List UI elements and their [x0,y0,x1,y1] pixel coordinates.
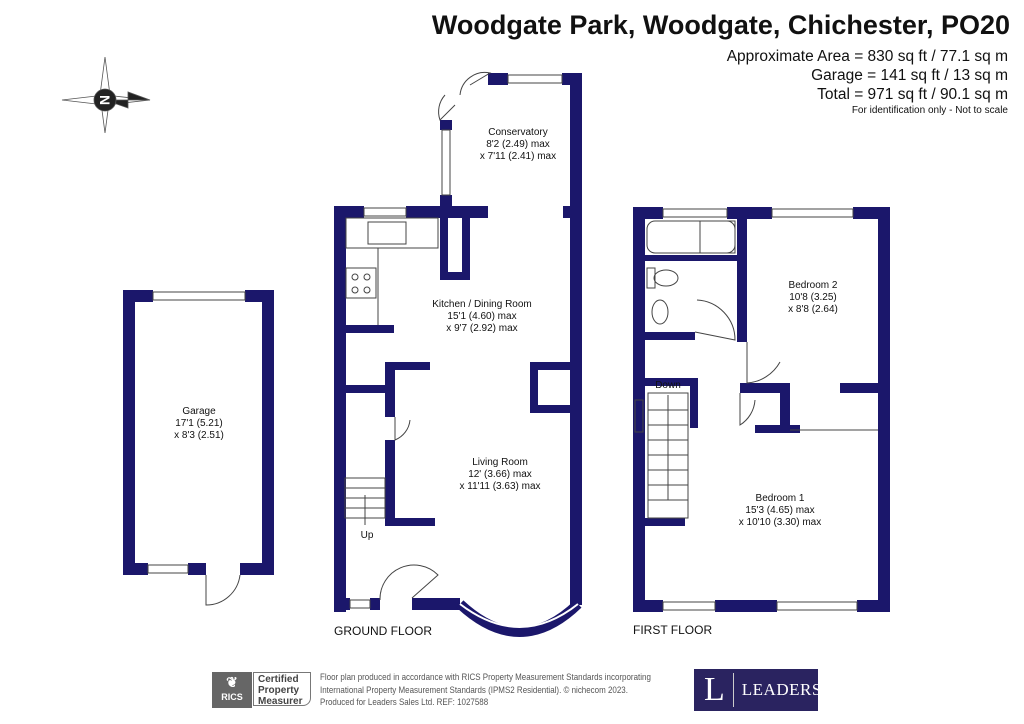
leaders-logo: L LEADERS [694,669,821,711]
room-name: Conservatory [488,127,548,138]
compass-rose-icon: N [61,56,151,134]
footer-line: Floor plan produced in accordance with R… [320,672,651,683]
badge-line: Certified [258,674,299,685]
room-dimension: x 8'3 (2.51) [174,430,224,441]
rics-logo: ❦ RICS [212,672,252,708]
fixtures-and-openings [147,72,878,611]
walls [123,73,890,612]
room-garage: Garage 17'1 (5.21) x 8'3 (2.51) [174,406,224,442]
rics-text: RICS [221,692,243,702]
room-name: Bedroom 1 [755,493,805,504]
garage-area: Garage = 141 sq ft / 13 sq m [811,67,1008,84]
footer-disclaimer: Floor plan produced in accordance with R… [320,672,651,710]
room-dimension: x 7'11 (2.41) max [479,151,557,162]
disclaimer-note: For identification only - Not to scale [851,105,1008,116]
bay-window [456,600,582,637]
room-dimension: 15'1 (4.60) max [447,311,517,322]
room-dimension: 17'1 (5.21) [175,418,223,429]
stairs-down-label: Down [655,380,681,391]
total-area: Total = 971 sq ft / 90.1 sq m [817,86,1008,103]
room-conservatory: Conservatory 8'2 (2.49) max x 7'11 (2.41… [480,127,556,163]
room-name: Bedroom 2 [788,280,838,291]
logo-letter: L [694,673,734,707]
footer-line: International Property Measurement Stand… [320,684,628,696]
first-floor-label: FIRST FLOOR [633,623,713,637]
certified-property-measurer-badge: Certified Property Measurer [253,672,311,707]
rics-emblem-icon: ❦ [226,674,238,690]
logo-name: LEADERS [741,680,822,699]
ground-floor-label: GROUND FLOOR [334,624,433,638]
room-dimension: 8'2 (2.49) max [486,139,550,150]
room-dimension: x 11'11 (3.63) max [459,481,541,492]
room-name: Garage [182,406,216,417]
room-name: Living Room [472,457,528,468]
page-title: Woodgate Park, Woodgate, Chichester, PO2… [431,10,1010,40]
compass-letter: N [97,95,113,105]
badge-line: Measurer [258,696,303,707]
room-dimension: 12' (3.66) max [468,469,532,480]
room-kitchen-dining: Kitchen / Dining Room 15'1 (4.60) max x … [432,299,532,335]
room-dimension: x 9'7 (2.92) max [446,323,518,334]
room-dimension: 10'8 (3.25) [789,292,837,303]
room-dimension: 15'3 (4.65) max [745,505,815,516]
approximate-area: Approximate Area = 830 sq ft / 77.1 sq m [726,48,1008,65]
room-bedroom-2: Bedroom 2 10'8 (3.25) x 8'8 (2.64) [788,280,838,316]
footer-line: Produced for Leaders Sales Ltd. REF: 102… [320,697,489,708]
room-bedroom-1: Bedroom 1 15'3 (4.65) max x 10'10 (3.30)… [739,493,822,529]
room-name: Kitchen / Dining Room [432,299,532,310]
room-dimension: x 8'8 (2.64) [788,304,838,315]
room-dimension: x 10'10 (3.30) max [738,517,822,528]
stairs-up-label: Up [360,530,374,541]
room-living: Living Room 12' (3.66) max x 11'11 (3.63… [459,457,540,493]
badge-line: Property [258,685,300,696]
